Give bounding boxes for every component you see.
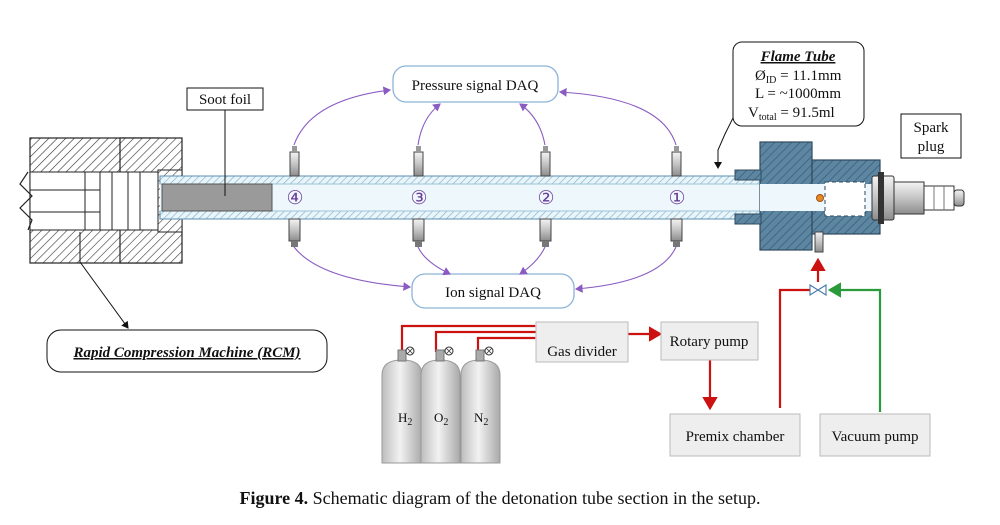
flame-tube-info-box: [732, 41, 865, 127]
sensor-number-4: ④: [286, 187, 303, 209]
gas-divider-label: Gas divider: [547, 344, 617, 360]
spark-plug-label-line2: plug: [918, 139, 945, 155]
flame-tube-diameter: ØID = 11.1mm: [755, 68, 842, 86]
soot-foil-label: Soot foil: [199, 92, 251, 108]
ion-probe-3: [412, 218, 425, 247]
ion-daq-box: [411, 273, 575, 309]
rcm-label: Rapid Compression Machine (RCM): [72, 345, 300, 361]
flame-tube-leader: [714, 117, 734, 169]
end-flange: [734, 141, 881, 251]
flame-tube-length: L = ~1000mm: [755, 86, 841, 102]
ion-probe-4: [288, 218, 301, 247]
flange-probe: [814, 231, 824, 253]
gas-cylinder-h2: [381, 346, 423, 464]
spark-plug-box: [900, 113, 962, 159]
spark-plug: [871, 172, 965, 224]
figure-caption: Figure 4. Schematic diagram of the deton…: [0, 488, 1000, 509]
pressure-daq-box: [392, 65, 559, 103]
cylinder-label-h2: H2: [398, 410, 412, 428]
sensor-number-1: ①: [668, 187, 685, 209]
soot-foil-box: [186, 87, 264, 111]
rcm-body: [19, 137, 183, 264]
gas-cylinder-o2: [420, 346, 461, 464]
spark-plug-label-line1: Spark: [914, 120, 949, 136]
premix-chamber-box: [669, 413, 801, 457]
pressure-sensor-4: [289, 146, 300, 177]
soot-foil-strip: [161, 183, 273, 212]
cylinder-label-o2: O2: [434, 410, 448, 428]
rcm-label-box: [46, 329, 328, 373]
ion-signal-lines: [293, 246, 677, 293]
pressure-sensor-3: [413, 146, 424, 177]
rotary-pump-box: [660, 321, 759, 361]
vacuum-line: [827, 282, 882, 412]
ion-probe-2: [539, 218, 552, 247]
vacuum-pump-box: [819, 413, 931, 457]
flame-tube-volume: Vtotal = 91.5ml: [748, 105, 835, 123]
pressure-sensor-1: [671, 146, 682, 177]
cylinder-label-n2: N2: [474, 410, 488, 428]
flame-tube-title: Flame Tube: [760, 49, 836, 65]
premix-chamber-label: Premix chamber: [686, 429, 785, 445]
three-way-valve: [809, 284, 827, 296]
rcm-leader: [79, 232, 129, 329]
gas-cylinder-n2: [460, 346, 501, 464]
ion-probe-1: [670, 218, 683, 247]
sensor-array: [288, 146, 824, 253]
figure-caption-label: Figure 4.: [239, 488, 309, 508]
gas-divider-box: [535, 321, 629, 363]
ion-daq-label: Ion signal DAQ: [445, 285, 541, 301]
rotary-pump-label: Rotary pump: [670, 334, 749, 350]
pressure-daq-label: Pressure signal DAQ: [412, 78, 539, 94]
figure-caption-text: Schematic diagram of the detonation tube…: [308, 488, 761, 508]
vacuum-pump-label: Vacuum pump: [831, 429, 918, 445]
sensor-number-2: ②: [537, 187, 554, 209]
pressure-signal-lines: [293, 86, 677, 146]
sensor-number-3: ③: [410, 187, 427, 209]
pressure-sensor-2: [540, 146, 551, 177]
